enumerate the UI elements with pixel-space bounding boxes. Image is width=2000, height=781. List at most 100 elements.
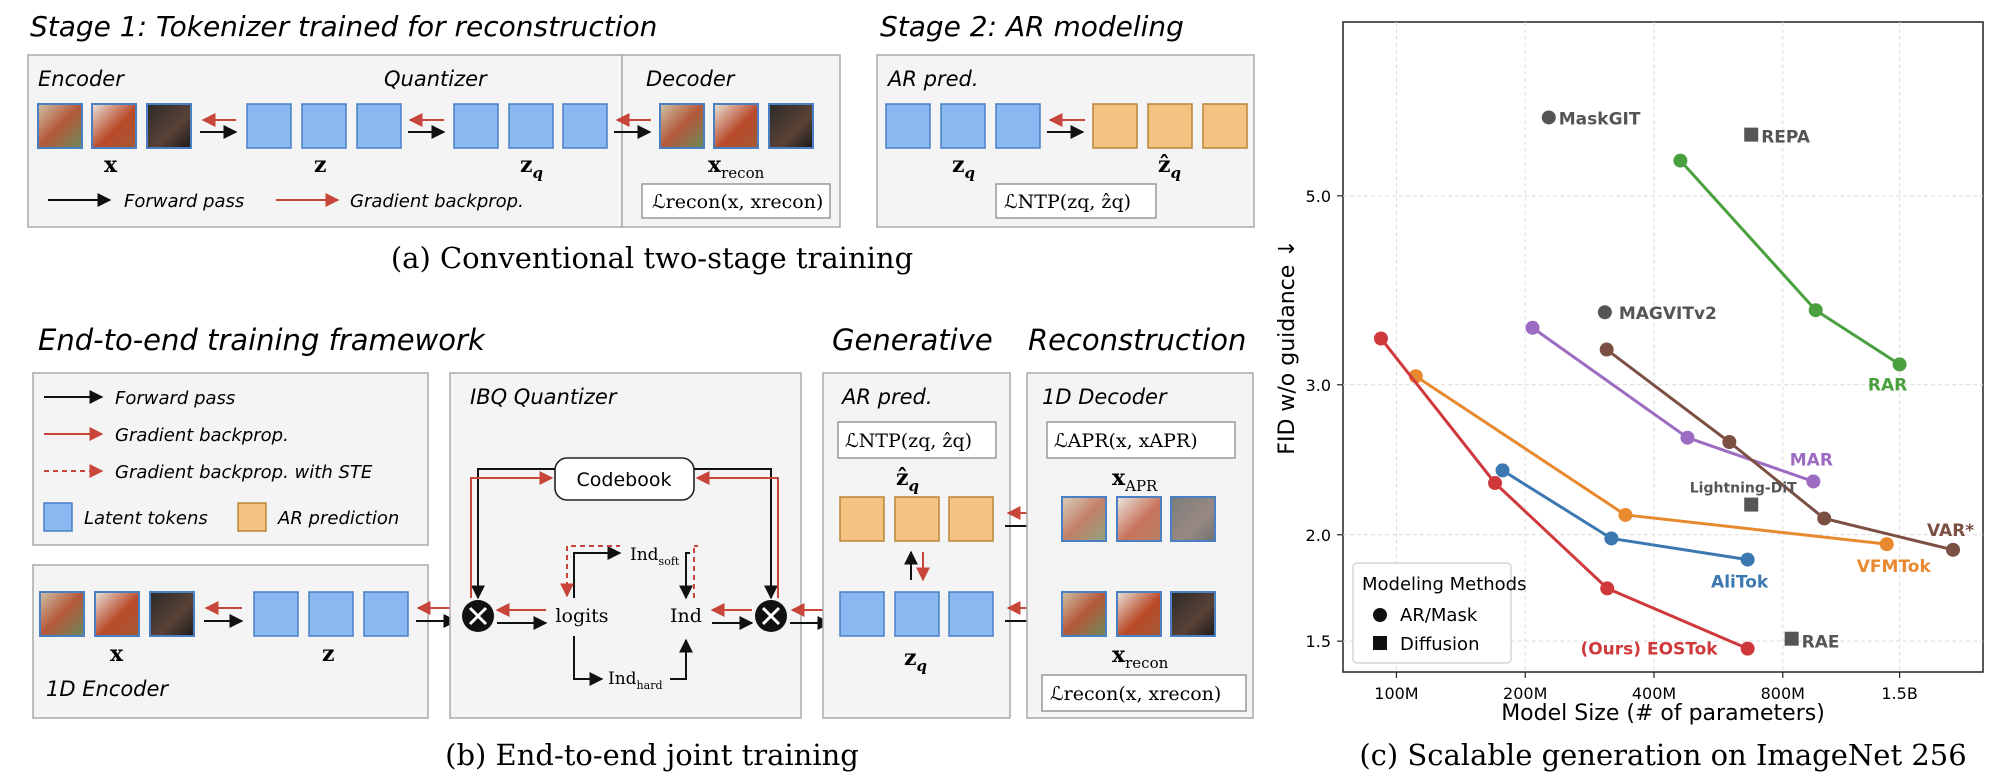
legend-square-marker [1373,636,1387,650]
data-point-square [1744,497,1759,512]
data-point [1680,430,1695,445]
z-symbol: z [314,152,327,178]
data-point [1599,342,1614,357]
xrecon-symbol: xrecon [708,152,765,182]
data-point [1604,531,1619,546]
ibq-box [449,372,802,719]
data-point [1600,581,1615,596]
stage1-title: Stage 1: Tokenizer trained for reconstru… [30,10,657,43]
series-label: MAR [1790,450,1833,470]
caption-c: (c) Scalable generation on ImageNet 256 [1359,738,1966,772]
legend-latent-swatch [43,502,73,532]
legend-title: Modeling Methods [1362,574,1527,595]
data-point-square [1784,631,1799,646]
gen-zq-symbol: zq [904,645,927,675]
y-axis-label: FID w/o guidance ↓ [1275,239,1300,454]
data-point [1673,153,1688,168]
series-label: (Ours) EOSTok [1580,640,1718,660]
point-label: REPA [1761,128,1811,148]
point-label: RAE [1802,633,1840,653]
series-label: RAR [1868,375,1907,395]
gen-zhat-symbol: ẑq [896,465,919,495]
x-tick-label: 400M [1632,684,1676,703]
zhat-symbol: ẑq [1158,152,1181,182]
gen-loss-box [837,421,997,459]
legend-forward-text: Forward pass [124,191,244,212]
panel-a: Stage 1: Tokenizer trained for reconstru… [27,10,1255,275]
ind-soft-label: Indsoft [630,545,680,568]
legend-item-diffusion: Diffusion [1400,634,1479,655]
x-tick-label: 800M [1761,684,1805,703]
reconstructed-images [659,103,814,149]
recon-loss-box [1041,674,1247,712]
image-thumbnail [92,104,136,148]
input-images [37,103,192,149]
x-symbol: x [104,152,118,178]
framework-title: End-to-end training framework [38,323,486,357]
loss-recon-text: ℒrecon(x, xrecon) [652,191,823,213]
image-thumbnail [38,104,82,148]
panel-b: End-to-end training framework Generative… [32,323,1254,772]
zq-symbol: zq [520,152,543,182]
data-point [1525,320,1540,335]
codebook-label: Codebook [577,469,672,491]
legend-ar-swatch [237,502,267,532]
x-tick-label: 100M [1374,684,1418,703]
series-line-var- [1605,348,1954,552]
codebook-box [554,457,695,501]
gen-loss-text: ℒNTP(zq, ẑq) [845,430,972,452]
generative-title: Generative [832,323,993,357]
ind-hard-label: Indhard [608,669,663,692]
loss-ntp-text: ℒNTP(zq, ẑq) [1004,191,1131,213]
series-label: VFMTok [1857,557,1932,577]
legend-item-ar: AR/Mask [1400,605,1478,626]
decoder-label: Decoder [646,67,736,91]
ibq-label: IBQ Quantizer [470,385,618,409]
ar-prediction-tokens [1092,103,1248,149]
reconstruction-title: Reconstruction [1028,323,1246,357]
data-point [1618,507,1633,522]
decoder-label: 1D Decoder [1042,385,1168,409]
image-thumbnail [147,104,191,148]
data-point [1740,552,1755,567]
encoder-box [32,564,429,719]
point-label: MAGVITv2 [1619,304,1717,324]
data-point [1892,357,1907,372]
data-point [1488,476,1503,491]
legend-grad-text: Gradient backprop. [350,191,524,212]
logits-label: logits [555,605,608,627]
chart-legend: Modeling Methods AR/Mask Diffusion [1352,562,1527,664]
data-point [1946,542,1961,557]
data-point [1879,537,1894,552]
data-point [1817,511,1832,526]
data-point [1722,435,1737,450]
y-tick-label: 3.0 [1306,376,1331,395]
x-axis-label: Model Size (# of parameters) [1501,701,1825,726]
data-point [1541,110,1556,125]
point-label: Lightning-DiT [1690,481,1797,497]
y-tick-label: 2.0 [1306,526,1331,545]
caption-a: (a) Conventional two-stage training [391,241,913,275]
data-point-square [1744,127,1759,142]
enc-x-symbol: x [110,641,124,667]
stage2-zq-symbol: zq [952,152,975,182]
ind-label: Ind [670,605,702,627]
legend-ar: AR prediction [277,508,399,529]
y-tick-label: 5.0 [1306,187,1331,206]
legend-forward: Forward pass [115,388,235,409]
xapr-symbol: xAPR [1112,465,1158,495]
ar-pred-label: AR pred. [886,67,979,91]
apr-loss-text: ℒAPR(x, xAPR) [1054,430,1198,452]
series-line--ours-eostok [1379,337,1749,651]
apr-loss-box [1046,421,1236,459]
data-point [1808,303,1823,318]
enc-z-symbol: z [322,641,335,667]
legend-circle-marker [1373,608,1387,622]
data-point [1597,305,1612,320]
quantizer-label: Quantizer [384,67,488,91]
point-label: MaskGIT [1559,109,1641,129]
series-label: VAR* [1927,521,1974,541]
quantized-tokens-zq [453,103,608,149]
